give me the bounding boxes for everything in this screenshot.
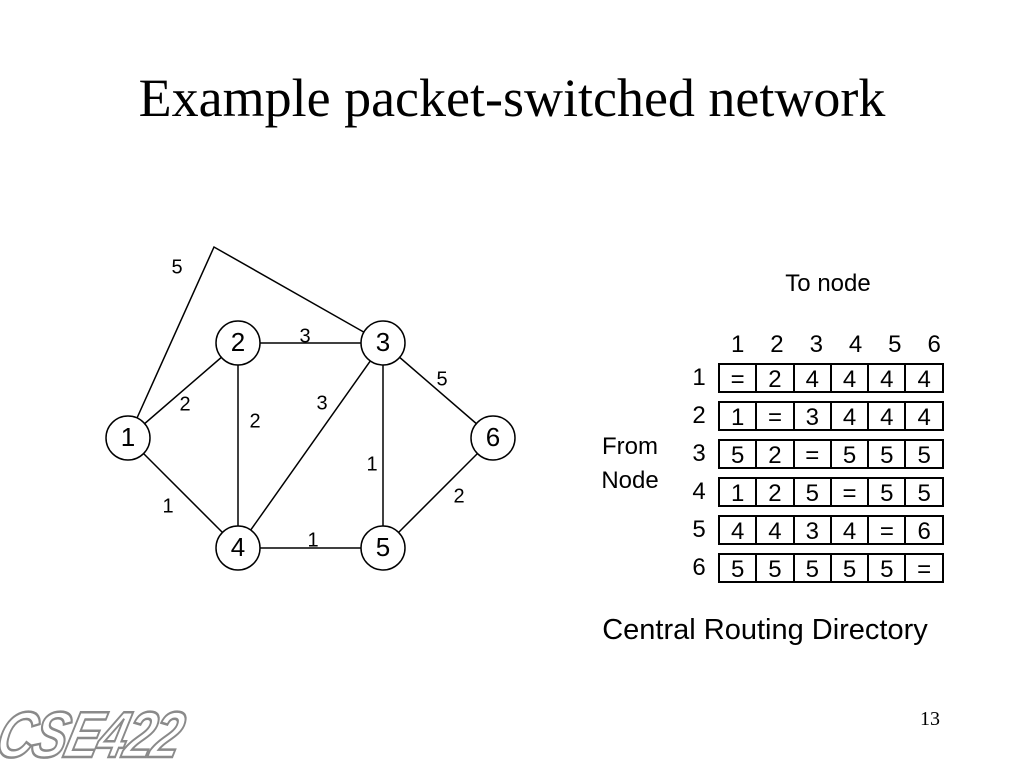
- routing-directory-grid: = 2 4 4 4 4 1 = 3 4 4 4 5 2 = 5 5 5 1 2 …: [718, 359, 944, 587]
- table-cell: =: [718, 363, 758, 393]
- edge-cost-label: 1: [366, 453, 377, 475]
- row-headers: 1 2 3 4 5 6: [684, 359, 714, 587]
- table-cell: 4: [904, 401, 944, 431]
- node-label: 3: [376, 327, 390, 357]
- column-headers: 1 2 3 4 5 6: [718, 331, 954, 359]
- table-cell: 5: [755, 553, 795, 583]
- node-label: 1: [121, 422, 135, 452]
- row-header: 1: [692, 364, 706, 391]
- table-cell: 4: [755, 515, 795, 545]
- row-header: 5: [692, 516, 706, 543]
- network-node-6: [470, 415, 516, 461]
- network-node-1: [105, 415, 151, 461]
- table-cell: 5: [718, 439, 758, 469]
- network-edge-5-6: [382, 437, 494, 549]
- table-row: 1 = 3 4 4 4: [718, 397, 944, 435]
- nodes-layer: 1 2 3 4 5 6: [105, 320, 516, 571]
- node-label: 4: [231, 532, 245, 562]
- table-cell: 1: [718, 477, 758, 507]
- table-cell: 5: [792, 477, 832, 507]
- table-cell: 3: [792, 401, 832, 431]
- slide-title: Example packet-switched network: [138, 68, 886, 128]
- table-cell: 5: [867, 477, 907, 507]
- row-header: 6: [692, 554, 706, 581]
- column-header: 6: [927, 331, 941, 358]
- from-node-label-line1: From: [602, 433, 658, 460]
- central-routing-directory-caption: Central Routing Directory: [602, 614, 928, 646]
- edge-cost-label: 2: [179, 393, 190, 415]
- table-cell: 4: [829, 363, 870, 393]
- edge-cost-label: 1: [162, 495, 173, 517]
- network-edge-3-6: [382, 342, 494, 439]
- table-cell: =: [904, 553, 944, 583]
- table-cell: 5: [867, 439, 907, 469]
- node-label: 2: [231, 327, 245, 357]
- table-row: 5 5 5 5 5 =: [718, 549, 944, 587]
- table-cell: 5: [829, 439, 870, 469]
- column-header: 2: [770, 331, 784, 358]
- table-row: 1 2 5 = 5 5: [718, 473, 944, 511]
- column-header: 3: [809, 331, 823, 358]
- table-cell: =: [755, 401, 795, 431]
- table-row: 5 2 = 5 5 5: [718, 435, 944, 473]
- table-cell: 4: [718, 515, 758, 545]
- table-cell: 4: [829, 515, 870, 545]
- table-cell: 5: [904, 477, 944, 507]
- table-cell: 1: [718, 401, 758, 431]
- table-row: = 2 4 4 4 4: [718, 359, 944, 397]
- network-node-5: [360, 525, 406, 571]
- edge-cost-label: 1: [307, 529, 318, 551]
- network-edge-1-2: [127, 342, 239, 439]
- from-node-label-line2: Node: [601, 467, 659, 494]
- network-node-2: [215, 320, 261, 366]
- table-cell: =: [867, 515, 907, 545]
- network-edge-1-3: [127, 245, 384, 439]
- network-node-4: [215, 525, 261, 571]
- table-cell: 5: [829, 553, 870, 583]
- edge-cost-label: 5: [171, 256, 182, 278]
- table-cell: 4: [904, 363, 944, 393]
- row-header: 2: [692, 402, 706, 429]
- row-header: 4: [692, 478, 706, 505]
- table-cell: 4: [867, 363, 907, 393]
- table-cell: 2: [755, 477, 795, 507]
- to-node-label: To node: [785, 270, 871, 297]
- edge-cost-label: 3: [299, 325, 310, 347]
- network-edge-3-4: [237, 342, 384, 549]
- edges-layer: 2 1 5 3 2 3 1 5 1 2: [127, 245, 494, 551]
- table-cell: 4: [867, 401, 907, 431]
- table-cell: 2: [755, 439, 795, 469]
- node-label: 6: [486, 422, 500, 452]
- edge-cost-label: 5: [436, 368, 447, 390]
- column-header: 5: [888, 331, 902, 358]
- column-header: 4: [848, 331, 863, 358]
- table-cell: 5: [718, 553, 758, 583]
- edge-cost-label: 2: [453, 485, 464, 507]
- table-cell: 4: [829, 401, 870, 431]
- edge-cost-label: 3: [316, 392, 327, 414]
- network-edge-1-4: [127, 437, 239, 549]
- table-cell: 5: [904, 439, 944, 469]
- edge-cost-label: 2: [249, 410, 260, 432]
- table-cell: 6: [904, 515, 944, 545]
- table-cell: 5: [867, 553, 907, 583]
- table-cell: 3: [792, 515, 832, 545]
- table-cell: 2: [755, 363, 795, 393]
- table-row: 4 4 3 4 = 6: [718, 511, 944, 549]
- table-cell: =: [829, 477, 870, 507]
- table-cell: 4: [792, 363, 832, 393]
- column-header: 1: [730, 331, 745, 358]
- table-cell: 5: [792, 553, 832, 583]
- cse422-logo: CSE422: [0, 698, 190, 773]
- table-cell: =: [792, 439, 832, 469]
- row-header: 3: [692, 440, 706, 467]
- from-node-label: From Node: [588, 430, 672, 498]
- page-number: 13: [920, 708, 940, 730]
- node-label: 5: [376, 532, 390, 562]
- network-node-3: [360, 320, 406, 366]
- network-diagram: 2 1 5 3 2 3 1 5 1 2 1 2 3 4 5 6: [105, 245, 516, 571]
